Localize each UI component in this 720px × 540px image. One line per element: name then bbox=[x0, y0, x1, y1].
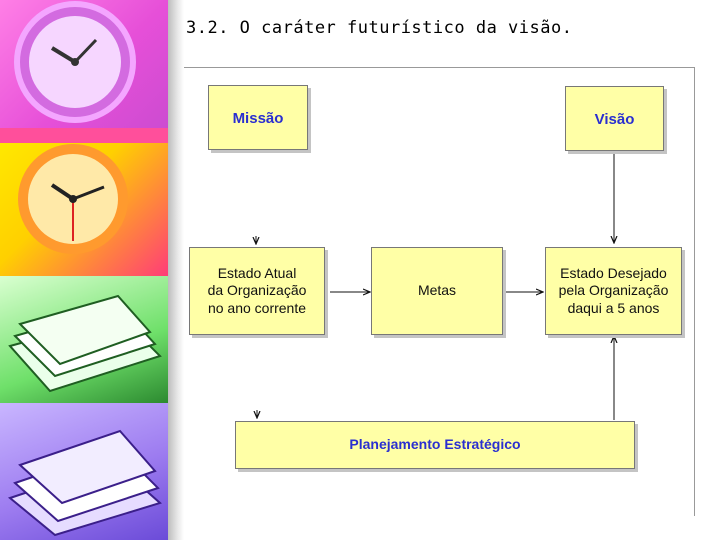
papers-violet-image bbox=[0, 403, 168, 540]
clock-icon bbox=[18, 144, 128, 254]
clock-icon bbox=[0, 1, 168, 143]
papers-icon bbox=[8, 294, 162, 393]
missao-box: Missão bbox=[208, 85, 308, 150]
papers-green-image bbox=[0, 276, 168, 403]
estado-atual-box: Estado Atual da Organização no ano corre… bbox=[189, 247, 325, 335]
clock-purple-image bbox=[0, 0, 168, 143]
decorative-photo-strip bbox=[0, 0, 168, 540]
strip-shadow bbox=[168, 0, 184, 540]
papers-icon bbox=[7, 429, 162, 537]
clock-yellow-image bbox=[0, 143, 168, 276]
planejamento-box: Planejamento Estratégico bbox=[235, 421, 635, 469]
metas-box: Metas bbox=[371, 247, 503, 335]
visao-box: Visão bbox=[565, 86, 664, 151]
slide-title: 3.2. O caráter futurístico da visão. bbox=[186, 18, 573, 38]
estado-desejado-box: Estado Desejado pela Organização daqui a… bbox=[545, 247, 682, 335]
